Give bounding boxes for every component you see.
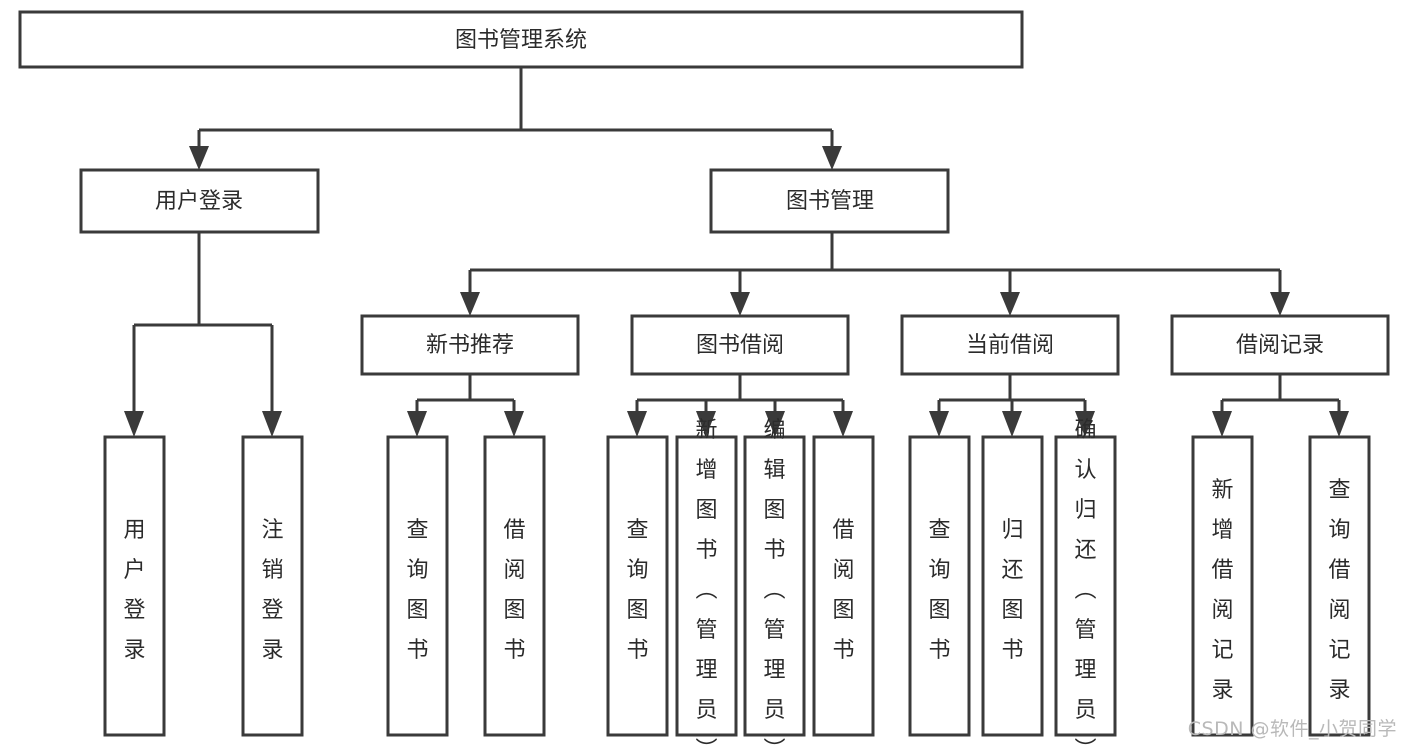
connector-layer [124, 67, 1349, 437]
node-leaf-confirm-return[interactable]: 确认归还︵管理员︶ [1054, 418, 1117, 747]
node-leaf-borrow-book-2-box[interactable] [812, 435, 875, 737]
node-leaf-edit-book-label: 编辑图书︵管理员︶ [763, 418, 785, 747]
node-leaf-user-logout-box[interactable] [241, 435, 304, 737]
arrow-head-leaf-add-borrow-record [1212, 411, 1232, 437]
node-leaf-confirm-return-label: 确认归还︵管理员︶ [1074, 418, 1096, 747]
node-leaf-query-borrow-record[interactable]: 查询借阅记录 [1308, 435, 1371, 737]
node-leaf-confirm-return-box[interactable] [1054, 435, 1117, 737]
node-leaf-query-book-1-label: 查询图书 [406, 518, 428, 663]
node-leaf-query-book-2-box[interactable] [606, 435, 669, 737]
node-leaf-add-borrow-record-label: 新增借阅记录 [1211, 478, 1233, 703]
node-new-book-recommend-label: 新书推荐 [426, 333, 514, 358]
node-leaf-user-login[interactable]: 用户登录 [103, 435, 166, 737]
arrow-head-leaf-edit-book [765, 411, 785, 437]
node-borrow-record-label: 借阅记录 [1236, 333, 1324, 358]
node-leaf-add-book-label: 新增图书︵管理员︶ [695, 418, 717, 747]
node-new-book-recommend[interactable]: 新书推荐 [360, 314, 580, 376]
node-root[interactable]: 图书管理系统 [18, 10, 1024, 69]
arrow-head-leaf-query-book-3 [929, 411, 949, 437]
arrow-head-leaf-borrow-book-2 [833, 411, 853, 437]
arrow-head-user-login [189, 146, 209, 170]
node-leaf-return-book-label: 归还图书 [1001, 518, 1023, 663]
node-leaf-return-book[interactable]: 归还图书 [981, 435, 1044, 737]
csdn-watermark: CSDN @软件_小贺同学 [1187, 718, 1397, 740]
node-leaf-query-borrow-record-box[interactable] [1308, 435, 1371, 737]
arrow-head-leaf-borrow-book-1 [504, 411, 524, 437]
node-leaf-query-book-1[interactable]: 查询图书 [386, 435, 449, 737]
node-leaf-edit-book-box[interactable] [743, 435, 806, 737]
node-leaf-add-borrow-record-box[interactable] [1191, 435, 1254, 737]
node-leaf-query-book-2-label: 查询图书 [626, 518, 648, 663]
arrow-head-leaf-user-login [124, 411, 144, 437]
node-leaf-query-book-3-box[interactable] [908, 435, 971, 737]
arrow-head-leaf-confirm-return [1075, 411, 1095, 437]
node-leaf-query-book-2[interactable]: 查询图书 [606, 435, 669, 737]
node-leaf-user-logout-label: 注销登录 [261, 518, 283, 663]
node-user-login-label: 用户登录 [155, 189, 243, 214]
node-leaf-return-book-box[interactable] [981, 435, 1044, 737]
node-book-manage[interactable]: 图书管理 [709, 168, 950, 234]
arrow-head-leaf-query-book-2 [627, 411, 647, 437]
node-user-login[interactable]: 用户登录 [79, 168, 320, 234]
node-leaf-borrow-book-1[interactable]: 借阅图书 [483, 435, 546, 737]
arrow-head-leaf-query-book-1 [407, 411, 427, 437]
node-leaf-query-borrow-record-label: 查询借阅记录 [1328, 478, 1350, 703]
node-leaf-query-book-3-label: 查询图书 [928, 518, 950, 663]
node-leaf-add-book-box[interactable] [675, 435, 738, 737]
node-leaf-add-book[interactable]: 新增图书︵管理员︶ [675, 418, 738, 747]
node-current-borrow-label: 当前借阅 [966, 333, 1054, 358]
leaf-node-group: 用户登录 注销登录 查询图书 借阅图书 查询图书 新增图书︵管理员︶ 编辑图书︵管理员︶ 借阅… [103, 418, 1371, 747]
arrow-head-leaf-query-borrow-record [1329, 411, 1349, 437]
node-leaf-add-borrow-record[interactable]: 新增借阅记录 [1191, 435, 1254, 737]
arrow-head-book-borrow [730, 292, 750, 316]
node-borrow-record[interactable]: 借阅记录 [1170, 314, 1390, 376]
node-layer: 图书管理系统 用户登录 图书管理 新书推荐 图书借阅 当前借阅 借阅记录 [18, 10, 1390, 747]
node-leaf-borrow-book-1-box[interactable] [483, 435, 546, 737]
node-leaf-query-book-3[interactable]: 查询图书 [908, 435, 971, 737]
node-user-login-box[interactable] [79, 168, 320, 234]
node-leaf-borrow-book-2[interactable]: 借阅图书 [812, 435, 875, 737]
node-book-manage-box[interactable] [709, 168, 950, 234]
node-book-borrow[interactable]: 图书借阅 [630, 314, 850, 376]
arrow-head-leaf-add-book [696, 411, 716, 437]
node-root-box[interactable] [18, 10, 1024, 69]
node-borrow-record-box[interactable] [1170, 314, 1390, 376]
node-leaf-user-login-box[interactable] [103, 435, 166, 737]
node-leaf-user-login-label: 用户登录 [123, 518, 145, 663]
arrow-head-new-book-recommend [460, 292, 480, 316]
arrow-head-book-manage [822, 146, 842, 170]
node-book-manage-label: 图书管理 [786, 189, 874, 214]
node-root-label: 图书管理系统 [455, 28, 587, 53]
arrow-head-borrow-record [1270, 292, 1290, 316]
node-current-borrow-box[interactable] [900, 314, 1120, 376]
node-new-book-recommend-box[interactable] [360, 314, 580, 376]
node-book-borrow-box[interactable] [630, 314, 850, 376]
node-leaf-borrow-book-1-label: 借阅图书 [503, 518, 525, 663]
node-leaf-edit-book[interactable]: 编辑图书︵管理员︶ [743, 418, 806, 747]
arrow-head-current-borrow [1000, 292, 1020, 316]
node-leaf-user-logout[interactable]: 注销登录 [241, 435, 304, 737]
arrow-head-leaf-user-logout [262, 411, 282, 437]
node-book-borrow-label: 图书借阅 [696, 333, 784, 358]
node-leaf-borrow-book-2-label: 借阅图书 [832, 518, 854, 663]
node-leaf-query-book-1-box[interactable] [386, 435, 449, 737]
arrow-head-leaf-return-book [1002, 411, 1022, 437]
node-current-borrow[interactable]: 当前借阅 [900, 314, 1120, 376]
